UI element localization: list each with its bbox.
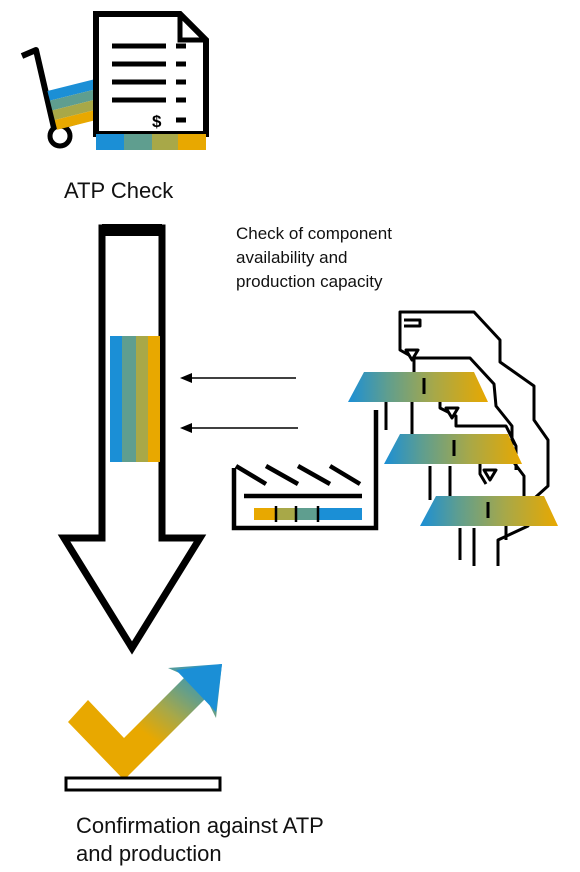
confirmation-note: Confirmation against ATP and production: [76, 812, 324, 868]
conveyor-bottom: [420, 496, 558, 526]
conveyor-top: [348, 372, 488, 402]
dollar-document-icon: $: [93, 11, 209, 150]
pointer-arrow-lower: [180, 423, 298, 433]
document-lines: [112, 43, 186, 123]
confirmation-line-1: Confirmation against ATP: [76, 813, 324, 838]
component-note-line-3: production capacity: [236, 272, 383, 291]
pointer-arrows: [180, 373, 298, 433]
production-line-icon: [348, 310, 558, 566]
conveyor-middle: [384, 434, 522, 464]
check-base-bar: [64, 776, 222, 792]
down-arrow-icon: [57, 224, 207, 655]
component-note-line-2: availability and: [236, 248, 348, 267]
factory-color-strip: [254, 508, 362, 520]
dollar-sign: $: [152, 112, 162, 131]
arrow-color-band: [110, 336, 160, 462]
check-arrow-icon: [64, 664, 222, 792]
component-check-note: Check of component availability and prod…: [236, 222, 392, 294]
confirmation-line-2: and production: [76, 841, 222, 866]
component-note-line-1: Check of component: [236, 224, 392, 243]
factory-strip-ticks: [274, 506, 320, 522]
pointer-arrow-upper: [180, 373, 296, 383]
atp-check-label: ATP Check: [64, 178, 174, 203]
factory-icon: [231, 410, 379, 531]
document-color-bar: [96, 134, 206, 150]
